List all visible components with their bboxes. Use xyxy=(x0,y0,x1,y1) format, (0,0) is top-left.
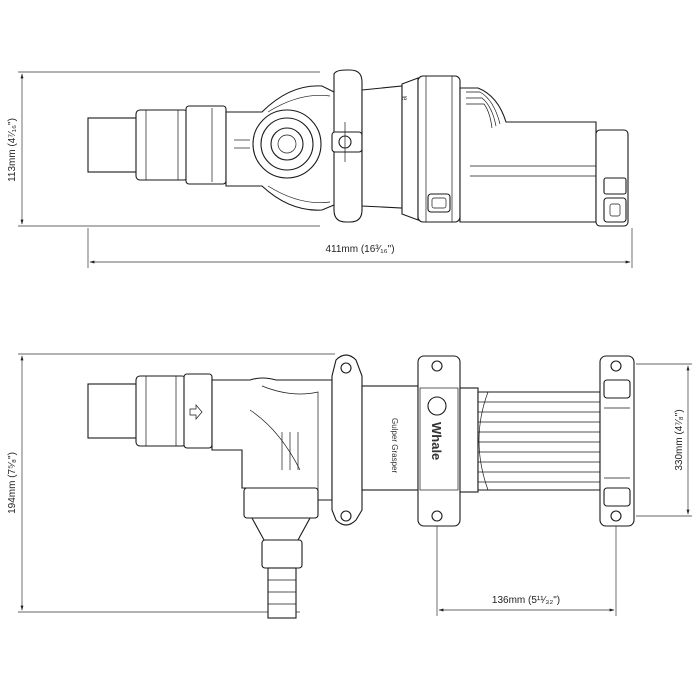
top-flange xyxy=(331,69,363,223)
bottom-inlet-tube xyxy=(87,373,213,449)
top-valve-housing xyxy=(225,85,347,211)
bottom-motor-body xyxy=(459,387,601,493)
brand-label: Whale xyxy=(429,422,444,460)
bottom-view: 194mm (7⁵⁄₈") xyxy=(7,353,692,619)
top-length-label: 411mm (16³⁄₁₆") xyxy=(325,244,394,255)
flow-arrow-right-icon xyxy=(189,404,203,420)
bottom-end-bracket xyxy=(599,355,635,527)
model-label: Gulper Grasper xyxy=(390,418,399,473)
bottom-outlet-pipe xyxy=(243,487,319,619)
top-height-label: 113mm (4⁷⁄₁₆") xyxy=(7,118,18,182)
top-inlet-tube xyxy=(87,105,227,185)
bottom-height-label: 194mm (7⁵⁄₈") xyxy=(7,452,18,514)
top-motor-body: ɐ xyxy=(361,75,629,227)
top-view: 113mm (4⁷⁄₁₆") xyxy=(7,69,633,268)
whale-logo-icon xyxy=(427,396,447,416)
top-height-dimension: 113mm (4⁷⁄₁₆") xyxy=(7,71,320,227)
top-length-dimension: 411mm (16³⁄₁₆") xyxy=(87,228,633,268)
bottom-mount-height-dimension: 330mm (4⁷⁄₈") xyxy=(636,363,692,517)
bottom-flange: Gulper Grasper xyxy=(331,354,419,526)
bottom-clamp-band: Whale xyxy=(417,355,461,527)
bottom-height-dimension: 194mm (7⁵⁄₈") xyxy=(7,353,335,613)
top-model-mark: ɐ xyxy=(400,96,409,101)
mount-spacing-label: 136mm (5¹¹⁄₃₂") xyxy=(492,595,560,606)
mount-height-label: 330mm (4⁷⁄₈") xyxy=(674,409,685,470)
bottom-mount-spacing-dimension: 136mm (5¹¹⁄₃₂") xyxy=(436,526,617,616)
bottom-tee-housing xyxy=(189,377,333,503)
